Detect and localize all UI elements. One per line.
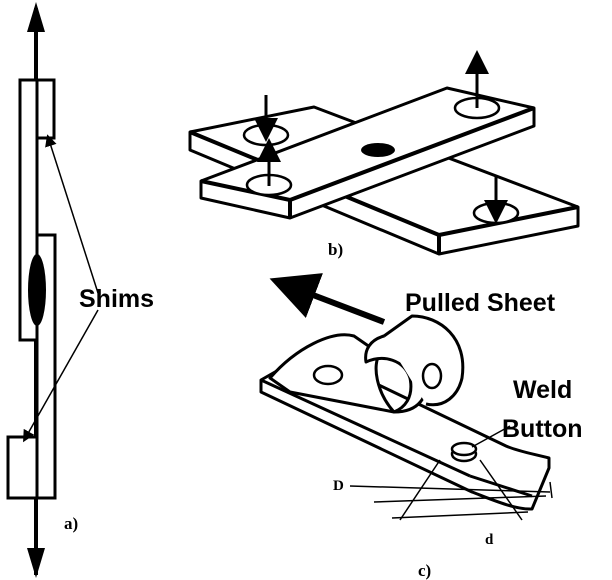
- weld-label: Weld: [513, 376, 572, 404]
- top-load-arrow-icon: [27, 2, 45, 32]
- panel-a-label: a): [64, 514, 78, 533]
- pulled-sheet-tail: [383, 314, 465, 407]
- bottom-load-arrow-icon: [27, 548, 45, 578]
- weld-nugget: [28, 254, 46, 326]
- shim-leader-upper: [45, 134, 99, 294]
- weld-spot: [361, 143, 395, 157]
- panel-b-label: b): [328, 240, 343, 259]
- upper-shim: [35, 78, 56, 140]
- dimension-line-d: [391, 511, 529, 519]
- panel-c-specimen: Pulled Sheet Weld Button D d c): [259, 273, 583, 580]
- dimension-d-label: d: [485, 532, 494, 548]
- panel-a-specimen: Shims a): [6, 2, 154, 578]
- lower-shim: [6, 435, 39, 500]
- pulled-sheet-hole: [312, 364, 344, 386]
- shim-leader-lower: [23, 309, 99, 443]
- weld-button-leader: [471, 425, 511, 448]
- pull-direction-arrow-icon: [269, 273, 386, 325]
- button-label: Button: [502, 415, 583, 443]
- dimension-D-label: D: [333, 478, 344, 494]
- pulled-sheet-hole-curl: [421, 362, 443, 390]
- pulled-sheet-label: Pulled Sheet: [405, 289, 556, 317]
- shims-label: Shims: [79, 285, 154, 313]
- dimension-line-D: [349, 485, 551, 493]
- panel-b-specimen: b): [188, 50, 580, 259]
- panel-c-label: c): [418, 561, 431, 580]
